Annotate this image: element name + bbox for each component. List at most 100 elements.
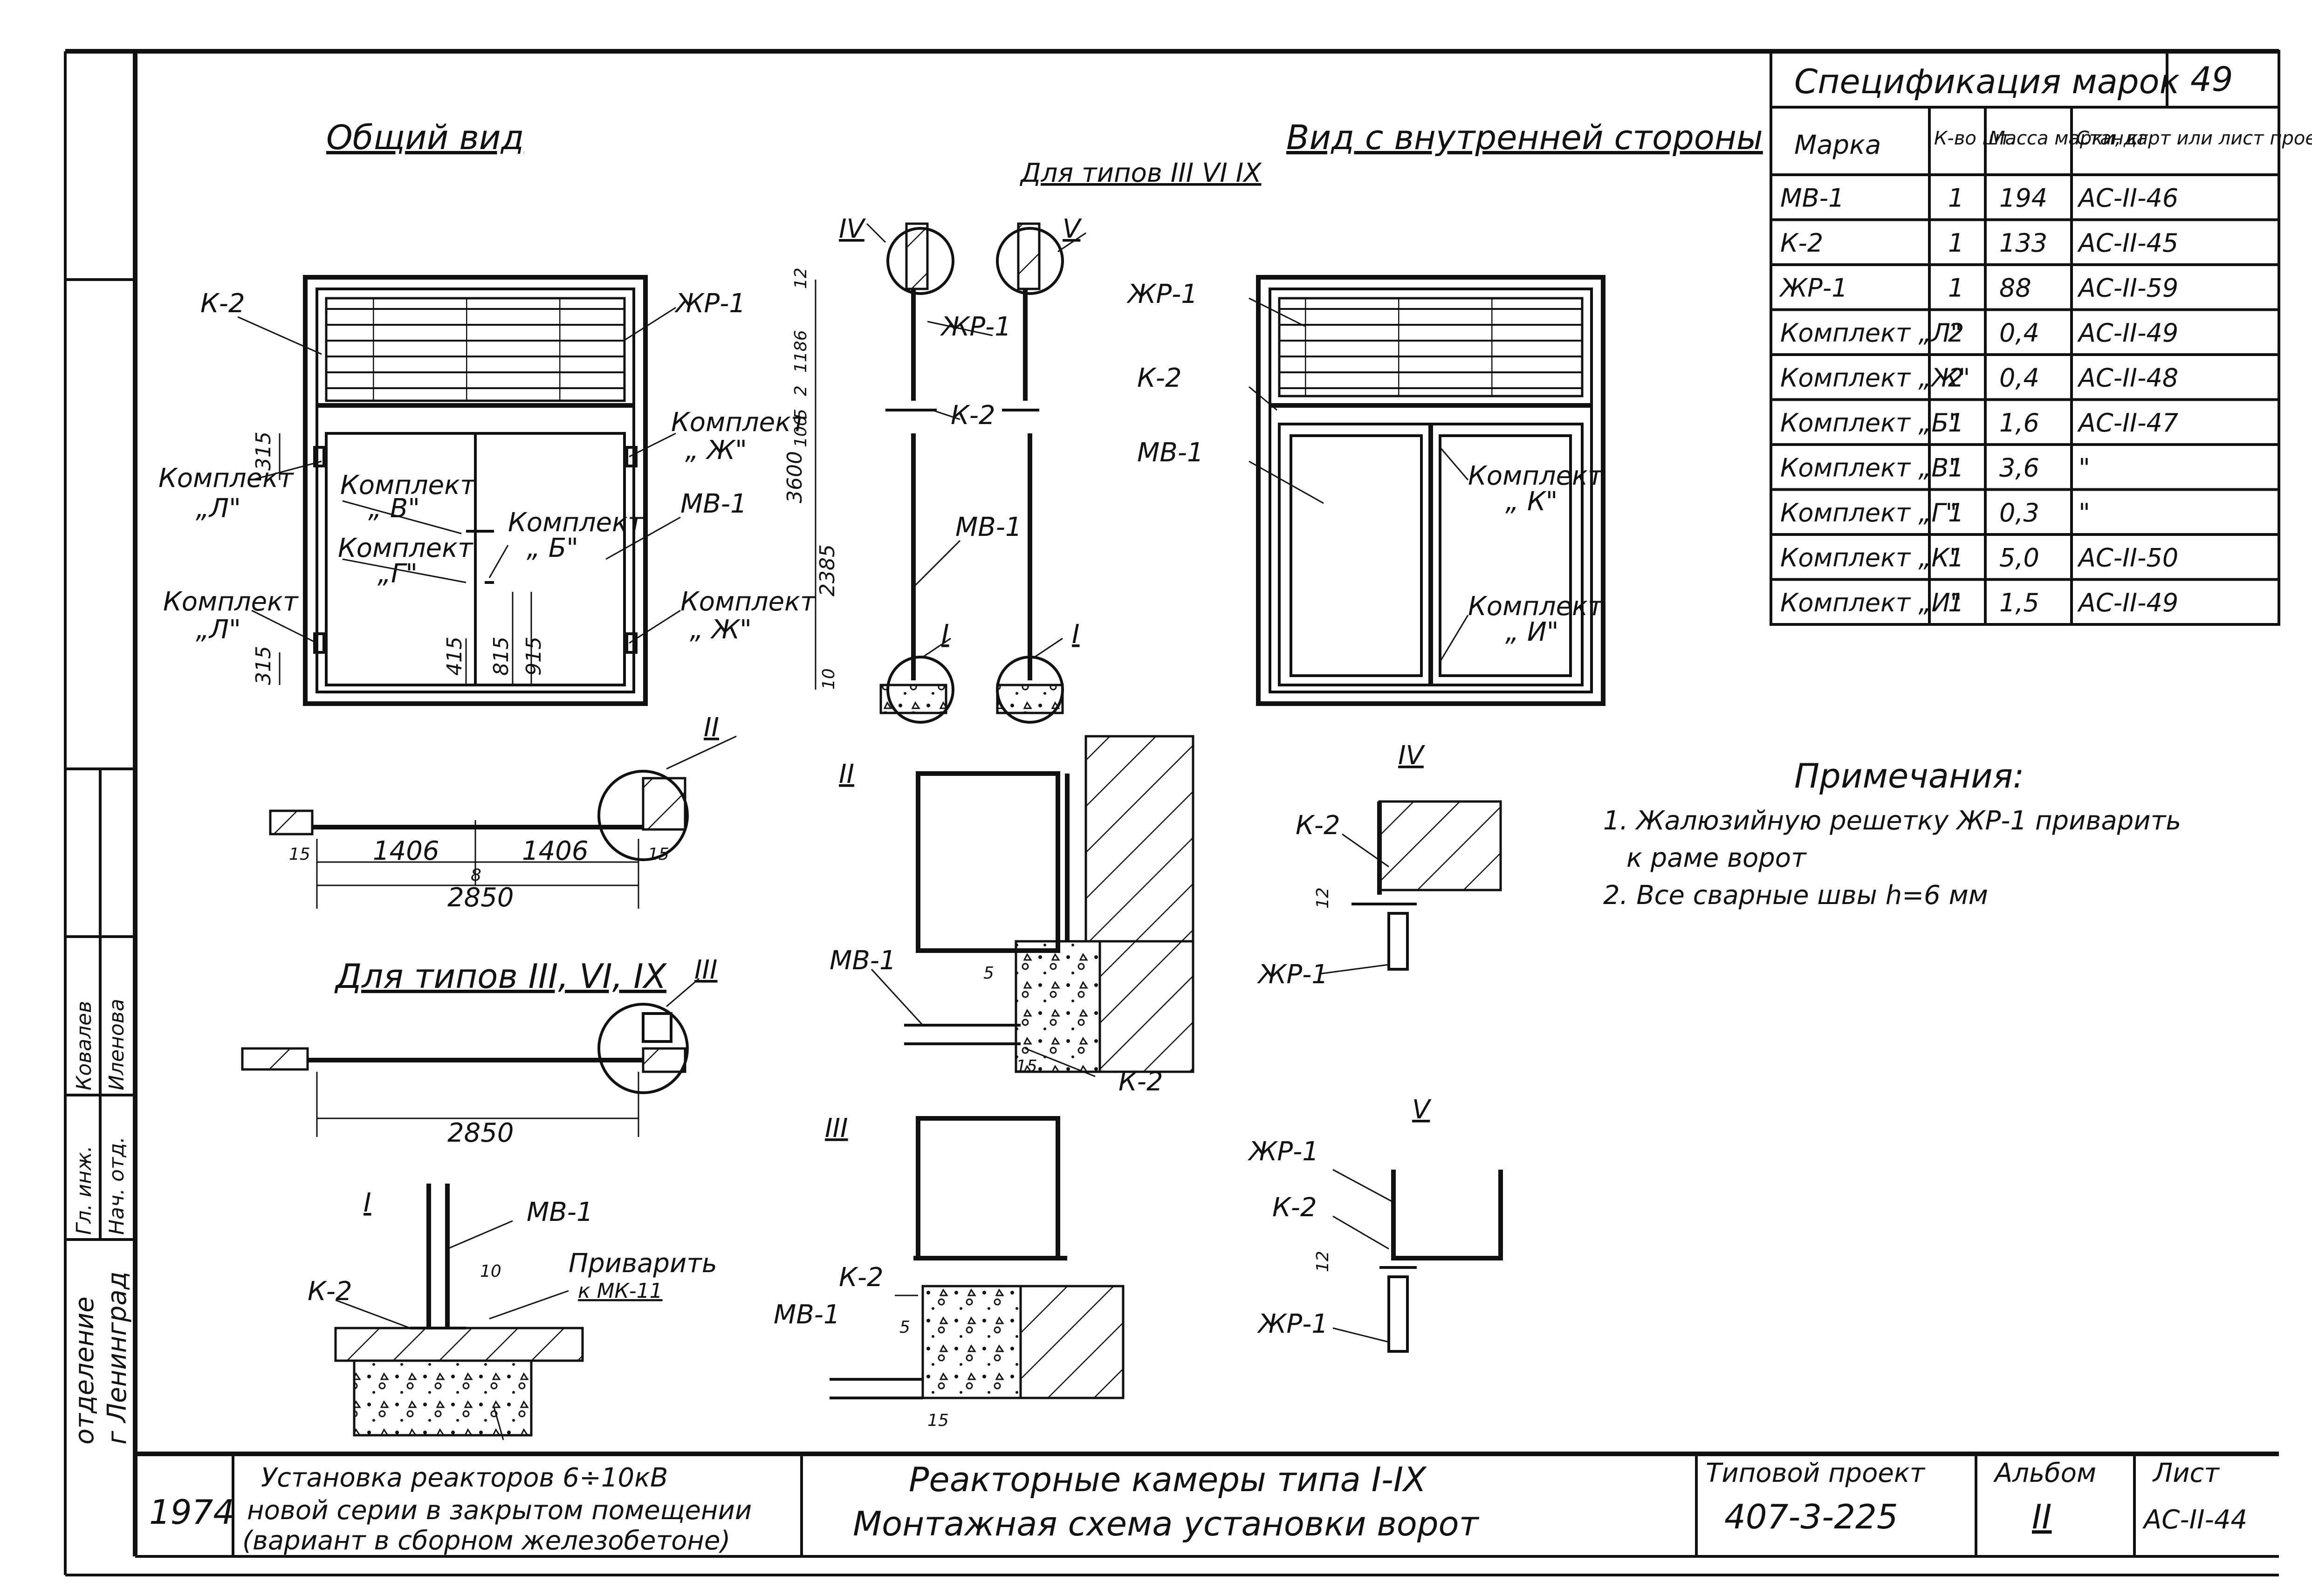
spec-cell: 1,5 (1999, 588, 2039, 617)
mid-sec-V: V (1063, 214, 1082, 244)
det-II-title: II (839, 759, 854, 789)
spec-cell: Комплект „Л" (1780, 318, 1962, 348)
plan-types-dim-2850: 2850 (447, 1118, 514, 1148)
plan-dim-8: 8 (471, 866, 481, 885)
det-III-mv1: МВ-1 (774, 1300, 840, 1330)
mid-dim-5: 5 (791, 409, 810, 419)
spec-cell: 194 (1999, 184, 2047, 213)
mid-types-label: Для типов III VI IX (1019, 158, 1262, 188)
spec-cell: АС-II-59 (2077, 274, 2178, 303)
stamp-role-2: Нач. отд. (105, 1137, 129, 1235)
gv-komplekt-l-bot: Комплект (163, 587, 299, 617)
det-III-k2: К-2 (839, 1262, 884, 1293)
spec-cell: АС-II-46 (2077, 184, 2178, 213)
dim-815: 815 (489, 637, 513, 676)
mid-dim-1186: 1186 (791, 330, 810, 373)
det-IV-zhr1: ЖР-1 (1257, 959, 1328, 990)
gv-komplekt-v: Комплект (340, 470, 476, 500)
general-view-title: Общий вид (326, 118, 524, 157)
det-III-dim-15: 15 (927, 1411, 949, 1430)
mid-sec-I-right: I (1072, 619, 1080, 650)
spec-cell: 1 (1948, 543, 1964, 573)
notes-title: Примечания: (1794, 756, 2024, 795)
gv-komplekt-g: Комплект (338, 533, 473, 563)
spec-cell: АС-II-45 (2077, 228, 2178, 258)
tb-sheet-label: Лист (2152, 1458, 2220, 1488)
mid-dim-2: 2 (791, 385, 810, 396)
spec-cell: 1,6 (1999, 408, 2039, 438)
note-2: 2. Все сварные швы h=6 мм (1603, 880, 1988, 911)
gv-komplekt-b-mark: „ Б" (527, 533, 578, 563)
det-I-mv1: МВ-1 (527, 1197, 593, 1227)
det-I-dim-10: 10 (480, 1262, 501, 1281)
stamp-name-1: Ковалев (72, 1001, 96, 1090)
spec-header-qty: К-во шт. (1934, 128, 2016, 149)
det-I-k2: К-2 (308, 1276, 352, 1307)
plan-dim-2850: 2850 (447, 883, 514, 913)
spec-cell: Комплект „Г" (1780, 498, 1957, 527)
spec-cell: 1 (1948, 184, 1964, 213)
title-block-grid (232, 1454, 2136, 1556)
gv-mv1-label: МВ-1 (680, 489, 747, 519)
mid-dim-100: 100 (791, 415, 810, 447)
plan-dim-15-left: 15 (289, 845, 310, 864)
spec-cell: " (2079, 498, 2090, 527)
mid-dim-12: 12 (791, 267, 810, 289)
det-II-dim-15: 15 (1016, 1057, 1037, 1076)
tb-album-label: Альбом (1993, 1458, 2096, 1488)
spec-cell: 1 (1948, 453, 1964, 483)
spec-cell: АС-II-47 (2077, 408, 2178, 438)
gv-komplekt-zh-top-mark: „ Ж" (685, 435, 747, 466)
tb-desc-3: (вариант в сборном железобетоне) (242, 1526, 730, 1556)
detail-II-drawing (871, 735, 1194, 1077)
tb-sheet-value: АС-II-44 (2142, 1505, 2247, 1535)
spec-cell: 2 (1948, 363, 1964, 393)
spec-cell: АС-II-48 (2077, 363, 2178, 393)
det-III-title: III (825, 1113, 848, 1144)
dim-315-bottom: 315 (252, 646, 275, 685)
mid-dim-2385: 2385 (816, 544, 839, 596)
det-V-zhr1-bot: ЖР-1 (1257, 1309, 1328, 1339)
det-V-title: V (1412, 1095, 1432, 1125)
spec-cell: 88 (1999, 274, 2031, 303)
tb-desc-2: новой серии в закрытом помещении (247, 1495, 752, 1526)
iv-komplekt-i-mark: „ И" (1505, 617, 1558, 647)
spec-cell: 133 (1999, 228, 2047, 258)
spec-cell: Комплект „К" (1780, 543, 1961, 573)
det-II-mv1: МВ-1 (830, 945, 896, 976)
spec-cell: АС-II-49 (2077, 588, 2178, 617)
spec-cell: 1 (1948, 274, 1964, 303)
note-1: 1. Жалюзийную решетку ЖР-1 приварить (1603, 806, 2181, 836)
iv-komplekt-i: Комплект (1468, 591, 1604, 622)
det-II-dim-5: 5 (983, 964, 994, 983)
stamp-role-1: Гл. инж. (72, 1145, 96, 1235)
gv-komplekt-l-top: Комплект (158, 463, 294, 493)
vertical-section-drawing (815, 222, 1086, 724)
spec-cell: Комплект „И" (1780, 588, 1962, 617)
spec-title: Спецификация марок (1794, 62, 2180, 101)
det-IV-k2: К-2 (1296, 810, 1340, 841)
gv-k2-label: К-2 (200, 288, 245, 319)
det-II-k2: К-2 (1118, 1067, 1163, 1097)
mid-k2-label: К-2 (951, 400, 995, 431)
spec-cell: ЖР-1 (1779, 274, 1848, 303)
det-I-weld: Приварить (569, 1248, 717, 1279)
det-I-weld-to: к МК-11 (578, 1279, 663, 1303)
inside-view-title: Вид с внутренней стороны (1286, 118, 1763, 157)
spec-cell: 0,3 (1999, 498, 2039, 527)
spec-cell: 5,0 (1999, 543, 2039, 573)
plan-dim-1406-right: 1406 (522, 836, 589, 866)
det-III-dim-5: 5 (899, 1318, 910, 1337)
gv-komplekt-l-top-mark: „Л" (196, 493, 241, 524)
spec-header-standard: Стандарт или лист проекта (2076, 128, 2312, 149)
tb-album-value: II (2032, 1497, 2051, 1536)
det-IV-title: IV (1398, 740, 1426, 771)
mid-sec-I-left: I (941, 619, 949, 650)
gv-zhr1-label: ЖР-1 (674, 288, 746, 319)
iv-zhr1-label: ЖР-1 (1126, 279, 1198, 309)
det-V-k2: К-2 (1272, 1192, 1317, 1223)
det-V-dim-12: 12 (1313, 1251, 1332, 1272)
plan-dim-15-right: 15 (648, 845, 669, 864)
detail-III-drawing (830, 1116, 1125, 1399)
